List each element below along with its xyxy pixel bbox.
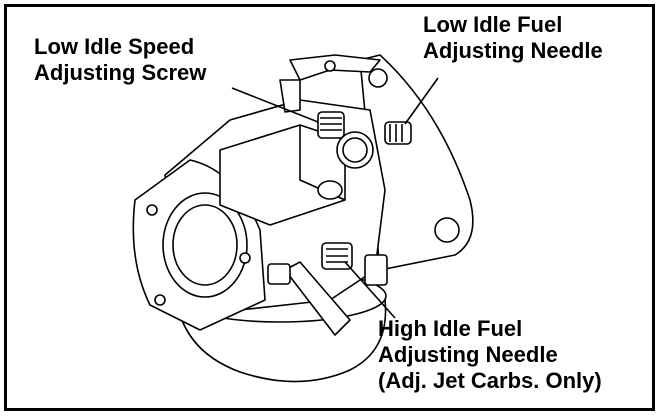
mounting-flange xyxy=(359,54,474,271)
label-line: Adjusting Needle xyxy=(378,342,558,367)
leader-line-lowfuel xyxy=(404,77,439,125)
leader-line-highfuel xyxy=(344,261,396,319)
label-high-idle-fuel-needle: High Idle Fuel Adjusting Needle (Adj. Je… xyxy=(378,316,602,394)
leader-line-speed xyxy=(231,87,319,123)
label-line: (Adj. Jet Carbs. Only) xyxy=(378,368,602,393)
label-line: Low Idle Fuel xyxy=(423,12,563,37)
label-line: High Idle Fuel xyxy=(378,316,523,341)
label-line: Adjusting Needle xyxy=(423,38,603,63)
low-idle-speed-screw xyxy=(317,111,345,139)
label-line: Low Idle Speed xyxy=(34,34,195,59)
label-line: Adjusting Screw xyxy=(34,60,207,85)
label-low-idle-fuel-needle: Low Idle Fuel Adjusting Needle xyxy=(423,12,603,64)
label-low-idle-speed-screw: Low Idle Speed Adjusting Screw xyxy=(34,34,206,86)
low-idle-fuel-needle xyxy=(384,121,412,145)
choke-lever xyxy=(284,261,351,336)
